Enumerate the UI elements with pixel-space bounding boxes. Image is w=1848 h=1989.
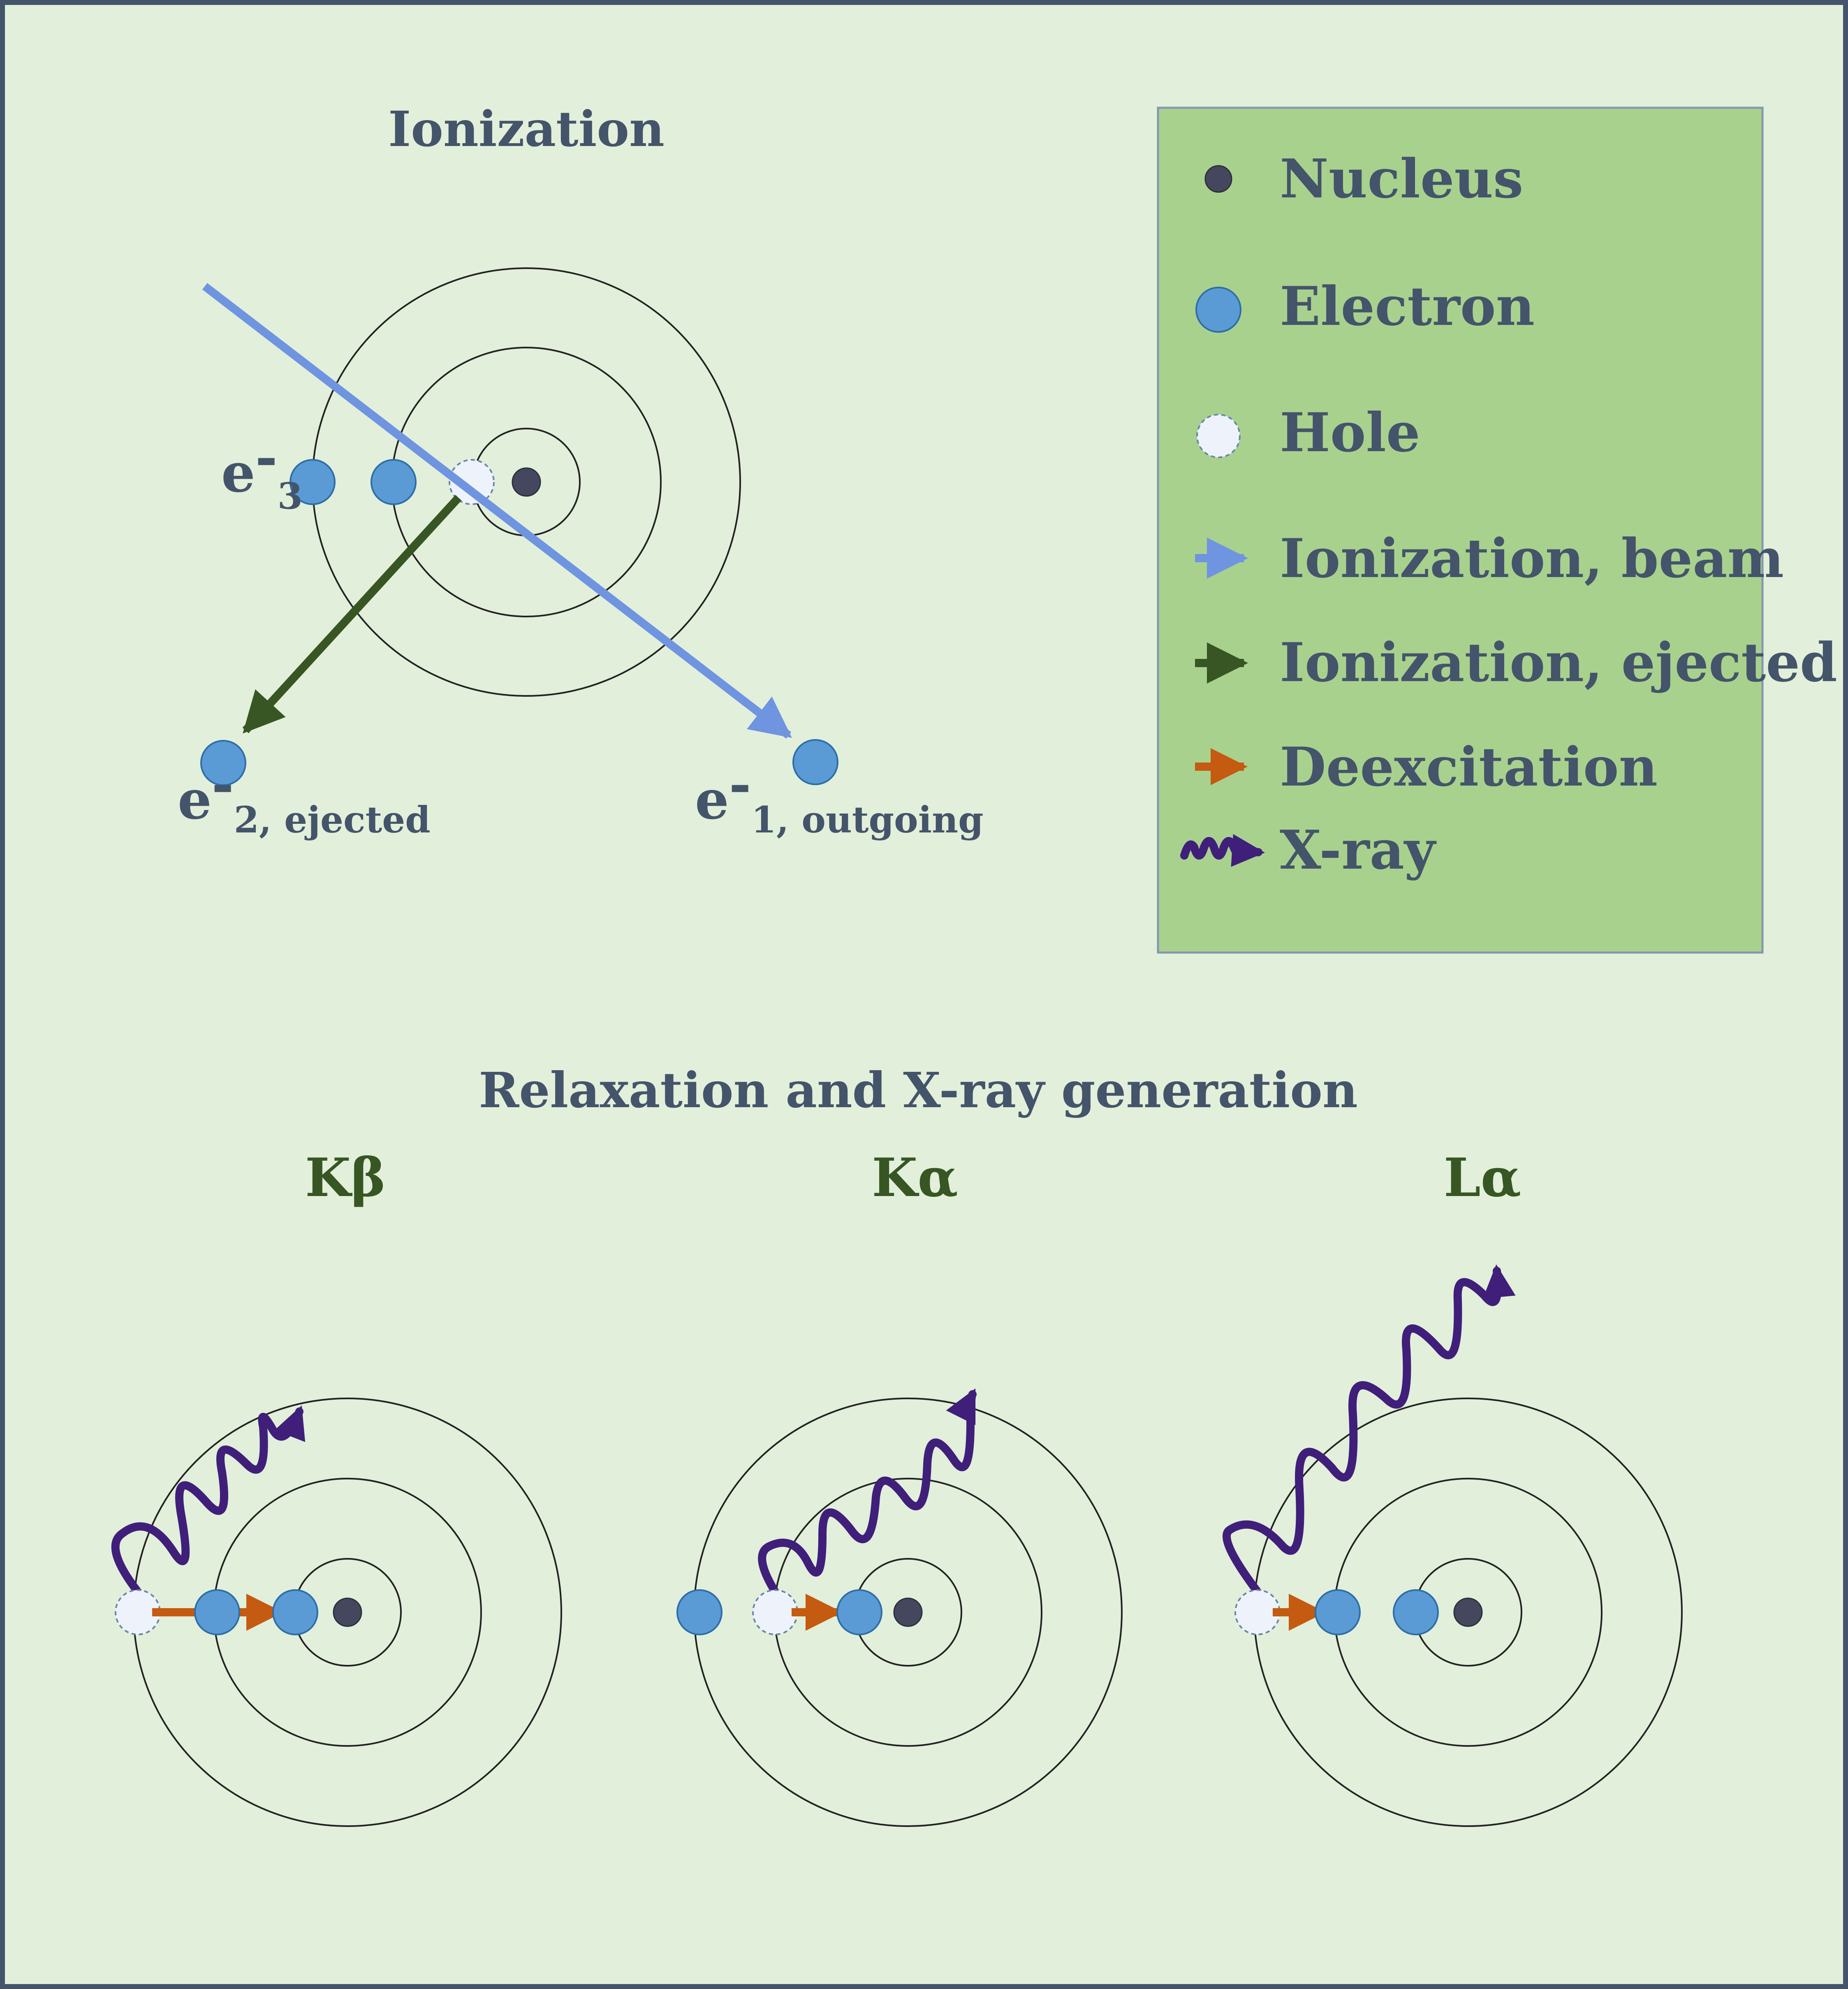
kbeta-electron-l xyxy=(194,1589,240,1635)
legend-hole-label: Hole xyxy=(1280,401,1420,464)
legend-box xyxy=(1157,107,1764,954)
lalpha-electron-k xyxy=(1393,1589,1439,1635)
legend-nucleus-label: Nucleus xyxy=(1280,147,1523,210)
legend-electron-icon xyxy=(1195,287,1241,333)
kalpha-nucleus xyxy=(893,1597,923,1627)
electron-l-shell xyxy=(371,459,417,505)
beam-arrow xyxy=(202,283,792,739)
legend-hole-icon xyxy=(1196,414,1241,458)
kbeta-panel: Kβ xyxy=(111,1147,562,1827)
legend-deexcitation-label: Deexcitation xyxy=(1280,735,1658,798)
kbeta-electron-k xyxy=(272,1589,318,1635)
lalpha-title: Lα xyxy=(1444,1147,1521,1209)
legend-ejected-label: Ionization, ejected xyxy=(1280,631,1837,694)
nucleus xyxy=(512,467,541,497)
kalpha-xray xyxy=(758,1388,977,1596)
legend-xray-icon xyxy=(1180,834,1265,867)
legend-nucleus-icon xyxy=(1204,165,1232,193)
legend-electron-label: Electron xyxy=(1280,275,1535,338)
lalpha-nucleus xyxy=(1453,1597,1483,1627)
kalpha-electron-k xyxy=(836,1589,882,1635)
electron-e1-outgoing xyxy=(792,739,838,785)
kbeta-nucleus xyxy=(333,1597,362,1627)
hole-k-shell xyxy=(449,459,495,505)
legend-xray-label: X-ray xyxy=(1280,818,1437,881)
legend-beam-label: Ionization, beam xyxy=(1280,527,1784,590)
kalpha-title: Kα xyxy=(872,1147,958,1209)
label-e1: e-1, outgoing xyxy=(695,753,984,841)
lalpha-electron-l xyxy=(1315,1589,1361,1635)
ionization-title: Ionization xyxy=(388,100,665,158)
legend: Nucleus Electron Hole Ionization, beam I… xyxy=(1157,107,1837,954)
kalpha-hole xyxy=(752,1589,798,1635)
kbeta-xray xyxy=(111,1405,306,1596)
electron-e2-ejected xyxy=(200,740,246,786)
kbeta-title: Kβ xyxy=(305,1147,386,1209)
relaxation-title: Relaxation and X-ray generation xyxy=(479,1062,1357,1119)
label-e2: e-2, ejected xyxy=(178,753,431,841)
ionization-panel: Ionization e-3 e-2, ejected e-1, outgoin… xyxy=(178,100,984,841)
lalpha-panel: Lα xyxy=(1223,1147,1683,1827)
kalpha-panel: Kα xyxy=(676,1147,1123,1827)
lalpha-xray xyxy=(1223,1264,1516,1596)
label-e3: e-3 xyxy=(221,426,303,517)
kalpha-electron-m xyxy=(676,1589,723,1635)
electron-e3 xyxy=(289,459,336,505)
ejected-arrow xyxy=(242,495,462,734)
